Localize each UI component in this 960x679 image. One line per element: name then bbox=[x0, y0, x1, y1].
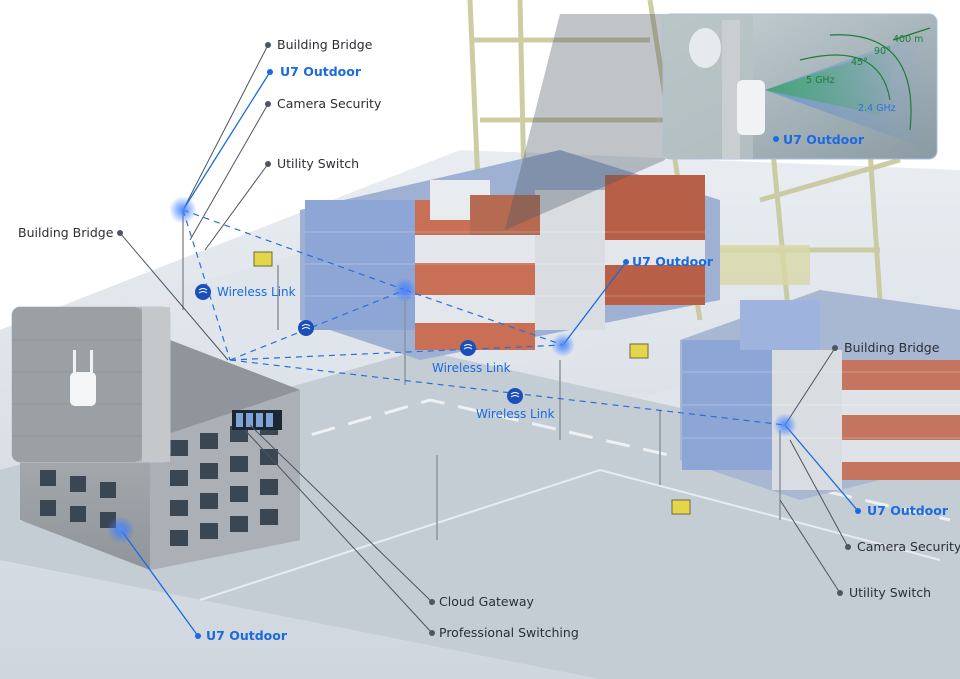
label-u7-outdoor-top: U7 Outdoor bbox=[280, 64, 361, 79]
label-professional-switching: Professional Switching bbox=[439, 625, 579, 640]
container-stack-right bbox=[680, 290, 960, 500]
inset-angle-90: 90° bbox=[874, 46, 891, 57]
label-u7-outdoor-mid: U7 Outdoor bbox=[632, 254, 713, 269]
access-point-icon bbox=[70, 372, 96, 406]
label-utility-switch-right: Utility Switch bbox=[849, 585, 932, 600]
label-building-bridge-top: Building Bridge bbox=[277, 37, 373, 52]
inset-band-24ghz: 2.4 GHz bbox=[858, 103, 896, 114]
inset-band-5ghz: 5 GHz bbox=[806, 75, 835, 86]
blue-leader-lines bbox=[120, 71, 859, 637]
access-point-icon bbox=[737, 80, 765, 135]
label-wireless-link-3: Wireless Link bbox=[476, 407, 555, 421]
label-building-bridge-right: Building Bridge bbox=[844, 340, 940, 355]
label-wireless-link-1: Wireless Link bbox=[217, 285, 296, 299]
label-u7-outdoor-right: U7 Outdoor bbox=[867, 503, 948, 518]
leader-lines bbox=[119, 44, 849, 634]
inset-left bbox=[11, 306, 171, 463]
inset-label-u7-outdoor: U7 Outdoor bbox=[783, 132, 864, 147]
label-building-bridge-left: Building Bridge bbox=[18, 225, 114, 240]
inset-angle-45: 45° bbox=[851, 57, 868, 68]
inset-distance: 400 m bbox=[893, 34, 924, 45]
label-camera-security-right: Camera Security bbox=[857, 539, 960, 554]
wifi-badge-icon bbox=[195, 284, 523, 404]
label-camera-security-top: Camera Security bbox=[277, 96, 382, 111]
label-utility-switch-top: Utility Switch bbox=[277, 156, 360, 171]
poles bbox=[182, 210, 781, 540]
label-u7-outdoor-bottom: U7 Outdoor bbox=[206, 628, 287, 643]
access-point-glows bbox=[107, 196, 797, 544]
inset-top-right bbox=[505, 13, 938, 230]
container-stack-main bbox=[300, 150, 720, 360]
forklift-icon bbox=[253, 251, 691, 515]
label-cloud-gateway: Cloud Gateway bbox=[439, 594, 534, 609]
label-wireless-link-2: Wireless Link bbox=[432, 361, 511, 375]
